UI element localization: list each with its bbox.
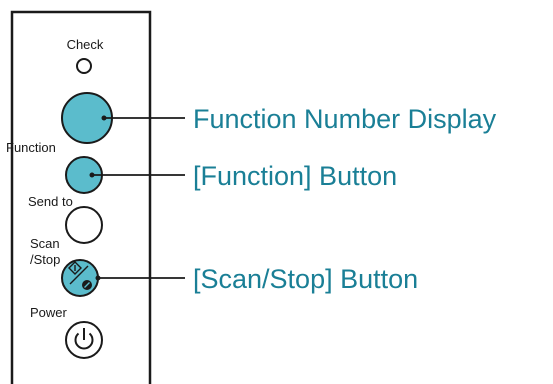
power-button[interactable] [65,321,103,359]
send-to-button[interactable] [65,206,103,244]
leader-dot-scan-stop [95,275,101,281]
check-label: Check [67,37,104,52]
scan-label: Scan [30,236,60,251]
callout-scan-stop-button: [Scan/Stop] Button [193,264,418,294]
check-led-icon [76,58,92,74]
send-to-label: Send to [28,194,73,209]
stop-label: /Stop [30,252,60,267]
callout-function-number-display: Function Number Display [193,104,497,134]
callout-function-button: [Function] Button [193,161,397,191]
scan-stop-button[interactable] [61,259,99,297]
power-icon [74,328,94,350]
leader-dot-display [101,115,107,121]
power-label: Power [30,305,68,320]
leader-dot-function [89,172,95,178]
panel-outline [10,10,152,384]
function-label: Function [6,140,56,155]
scan-stop-icon [68,261,92,290]
